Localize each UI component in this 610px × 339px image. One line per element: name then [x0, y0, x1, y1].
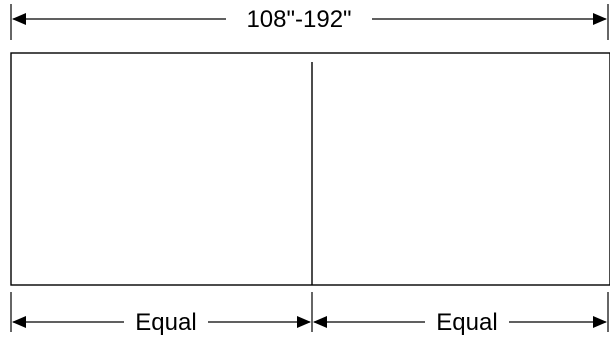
right-panel-dimension-label: Equal: [436, 309, 497, 336]
left-panel-left-arrow-icon: [12, 316, 26, 328]
left-panel-right-arrow-icon: [297, 316, 311, 328]
panel-dimensions: Equal Equal: [10, 292, 609, 336]
overall-dimension: 108"-192": [10, 4, 609, 40]
overall-right-arrow-icon: [593, 13, 607, 25]
window-outline: [10, 52, 610, 286]
right-panel-right-arrow-icon: [593, 316, 607, 328]
overall-left-arrow-icon: [12, 13, 26, 25]
overall-dimension-label: 108"-192": [246, 6, 351, 33]
window-frame: [10, 52, 610, 286]
left-panel-dimension-label: Equal: [135, 309, 196, 336]
right-panel-left-arrow-icon: [313, 316, 327, 328]
